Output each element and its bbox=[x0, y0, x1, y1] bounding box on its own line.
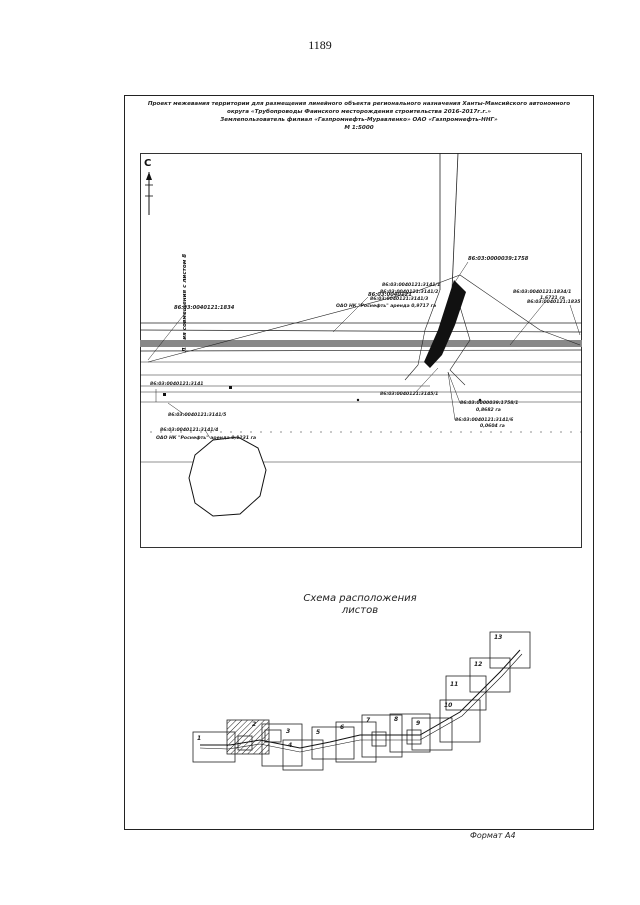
cadastral-label: 86:03:0040121:3141 bbox=[150, 382, 204, 387]
cadastral-label: 86:03:0040121:3141/3 bbox=[370, 297, 429, 302]
corridor-right-edge bbox=[451, 152, 459, 291]
cadastral-label: 86:03:0040121:3141/5 bbox=[168, 413, 227, 418]
cadastral-label: 86:03:0040121:3141/1 bbox=[382, 283, 441, 288]
cadastral-label: 86:03:0040121:1835 bbox=[527, 300, 581, 305]
sheet-number: 13 bbox=[494, 634, 503, 641]
sheet-number: 4 bbox=[288, 742, 293, 749]
cadastral-label: 86:03:0040121:3141/4 bbox=[160, 428, 219, 433]
cadastral-label: 86:03:0040121:3141/6 bbox=[455, 418, 514, 423]
sheet-number: 7 bbox=[366, 717, 371, 724]
sheet-number: 6 bbox=[340, 724, 345, 731]
drawing-sheet bbox=[124, 95, 594, 830]
sheet-number: 5 bbox=[316, 729, 321, 736]
cadastral-label: ОАО НК "Роснефть" аренда 0,9717 га bbox=[336, 304, 437, 309]
well-pad-polygon bbox=[188, 436, 267, 517]
north-letter: С bbox=[144, 158, 152, 169]
sheet-number: 2 bbox=[252, 721, 257, 728]
scheme-title-line-1: Схема расположения bbox=[303, 593, 417, 604]
cadastral-label: ОАО НК "Роснефть" аренда 0,1231 га bbox=[156, 436, 257, 441]
cadastral-label: 86:03:0000039:1758/1 bbox=[460, 401, 519, 406]
cadastral-label: 86:03:0000039:1758 bbox=[468, 256, 529, 262]
cadastral-label: 86:03:0040121:1834/1 bbox=[513, 290, 572, 295]
cadastral-label: 0,8682 га bbox=[476, 408, 501, 413]
cadastral-label: 0,0604 га bbox=[480, 424, 505, 429]
scheme-title-line-2: листов bbox=[341, 605, 379, 616]
north-arrowhead-icon bbox=[146, 172, 152, 180]
road-band bbox=[140, 340, 582, 347]
sheet-number: 3 bbox=[286, 728, 291, 735]
page-number: 1189 bbox=[308, 38, 332, 52]
cadastral-label: 1,6721 га bbox=[540, 296, 565, 301]
title-scale: М 1:5000 bbox=[344, 125, 374, 131]
sheet-number: 9 bbox=[416, 720, 421, 727]
format-label: Формат А4 bbox=[470, 831, 516, 840]
allotment-parcel bbox=[424, 280, 466, 368]
sheet-number: 8 bbox=[394, 716, 399, 723]
sheet-number: 11 bbox=[450, 681, 459, 688]
title-line-2: округа «Трубопроводы Фаинского месторожд… bbox=[227, 109, 491, 115]
title-block: Проект межевания территории для размещен… bbox=[132, 100, 586, 132]
sheet-number: 12 bbox=[474, 661, 483, 668]
cadastral-label: 86:03:0040121 bbox=[368, 292, 412, 298]
cadastral-label: 86:03:0040121:3141/2 bbox=[380, 290, 439, 295]
map-frame bbox=[140, 153, 582, 548]
cadastral-label: 86:03:0040121:1834 bbox=[174, 305, 235, 311]
sheet-number: 10 bbox=[444, 702, 453, 709]
sheet-number: 1 bbox=[197, 735, 202, 742]
title-line-1: Проект межевания территории для размещен… bbox=[147, 101, 571, 107]
cadastral-label: 86:03:0040121:3145/1 bbox=[380, 392, 439, 397]
scheme-title: Схема расположения листов bbox=[260, 593, 460, 617]
title-line-3: Землепользователь филиал «Газпромнефть-М… bbox=[220, 117, 498, 123]
sheet-layout-scheme bbox=[192, 631, 531, 771]
